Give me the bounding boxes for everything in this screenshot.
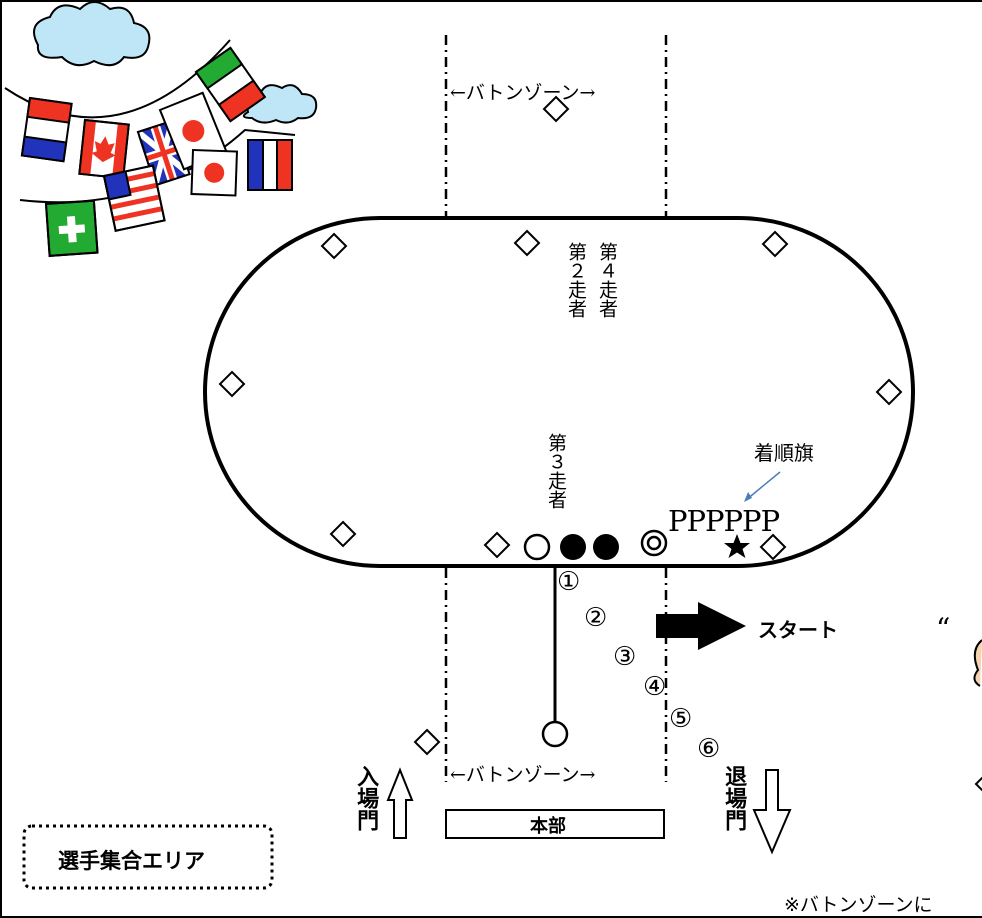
start-arrow-icon [656,602,746,650]
lane-number: ③ [613,642,637,672]
assembly-area-box [22,824,274,890]
finish-flags: PPPPPP [668,504,780,538]
start-label: スタート [758,618,838,642]
lane-number: ④ [643,672,667,702]
headquarters-label: 本部 [530,816,566,837]
figure-edge [973,639,982,687]
baton-zone-label-top: ←バトンゾーン→ [450,82,596,104]
runner-open-circle [523,533,551,561]
flag-bunting-icon [20,46,293,257]
track-oval [203,216,915,568]
runner-4-label: 第４走者 [596,242,618,318]
cloud-icon [33,1,151,67]
lane-number: ② [584,603,608,633]
runner-2-label: 第２走者 [565,242,587,318]
entrance-gate-label: 入場門 [353,765,379,831]
flag-pointer-arrow [745,471,781,501]
runner-3-label: 第３走者 [545,433,567,509]
diamond-marker-icon [218,95,982,792]
finish-star-icon [724,534,750,558]
lane-number: ① [557,567,581,597]
exit-gate-label: 退場門 [721,765,747,831]
lane-number: ⑥ [697,734,721,764]
finish-flag-label: 着順旗 [754,441,814,465]
flag-pointer-arrowhead [744,492,752,502]
baton-zone-label-bottom: ←バトンゾーン→ [450,764,596,786]
lane-number: ⑤ [669,704,693,734]
down-arrow-icon [752,769,792,855]
headquarters-box [445,809,665,839]
footnote: ※バトンゾーンに [784,894,933,916]
quote-mark: “ [936,612,951,645]
runner-double-circle [640,529,668,557]
up-arrow-icon [386,767,414,839]
baton-open-circle [541,720,569,748]
runner-filled-circle [593,534,619,560]
assembly-area-label: 選手集合エリア [58,849,205,873]
baton-zone-lines [444,35,668,782]
runner-filled-circle [560,534,586,560]
